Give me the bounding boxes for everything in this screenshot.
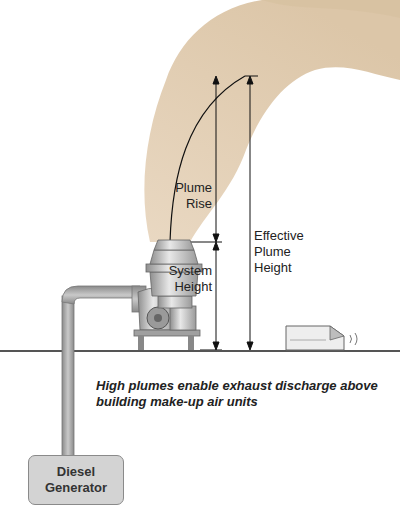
node-text: Diesel Generator: [29, 464, 123, 496]
dimension-label: Effective Plume Height: [254, 228, 318, 276]
dimension-label: System Height: [156, 263, 212, 295]
generator-box: Diesel Generator: [28, 455, 124, 505]
dimension-label: Plume Rise: [166, 180, 212, 212]
caption: High plumes enable exhaust discharge abo…: [96, 378, 386, 410]
